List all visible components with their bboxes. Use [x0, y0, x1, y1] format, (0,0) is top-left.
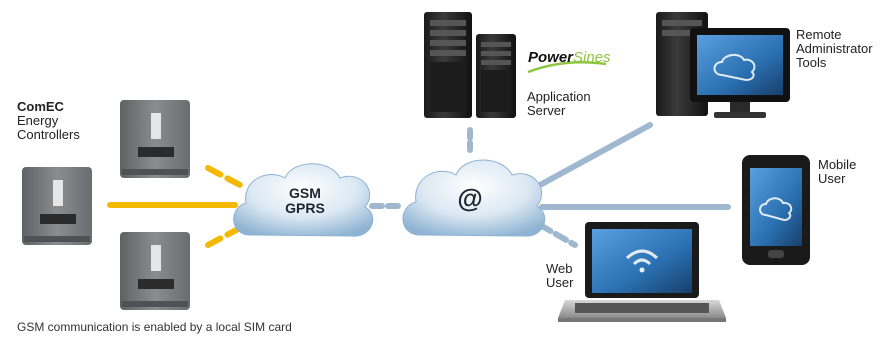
mobile-user-label: Mobile User [818, 158, 856, 186]
comec-line2: Energy [17, 113, 59, 128]
internet-links [369, 122, 731, 248]
comec-label: ComEC Energy Controllers [17, 100, 80, 142]
gsm-cloud [233, 163, 374, 237]
brand-power: Power [528, 49, 574, 66]
link-internet-to-remote [537, 122, 653, 188]
web-user-label: Web User [546, 262, 573, 290]
comec-title: ComEC [17, 99, 64, 114]
internet-symbol: @ [457, 183, 483, 213]
link-internet-to-web [537, 222, 578, 248]
powersines-swoosh [527, 60, 607, 74]
web-line1: Web [546, 261, 573, 276]
remote-line3: Tools [796, 55, 827, 70]
brand-sines: Sines [573, 49, 611, 66]
gsm-links [107, 165, 243, 248]
gsm-line2: GPRS [285, 200, 325, 216]
link-controller-bottom [205, 225, 243, 248]
mobile-line2: User [818, 171, 846, 186]
powersines-logo: PowerSines [528, 49, 611, 66]
remote-admin-computer [656, 12, 790, 118]
controller-box-bottom [120, 232, 190, 310]
remote-admin-label: Remote Administrator Tools [796, 28, 873, 70]
app-server-line1: Application [527, 89, 591, 104]
controller-box-top [120, 100, 190, 178]
web-line2: User [546, 275, 574, 290]
mobile-line1: Mobile [818, 157, 857, 172]
comec-line3: Controllers [17, 127, 80, 142]
mobile-phone [742, 155, 810, 265]
link-controller-top [205, 165, 243, 188]
footnote: GSM communication is enabled by a local … [17, 320, 292, 334]
gsm-line1: GSM [289, 185, 321, 201]
laptop [558, 222, 726, 322]
internet-cloud [402, 159, 546, 237]
remote-line1: Remote [796, 27, 842, 42]
controller-box-left [22, 167, 92, 245]
app-server-line2: Server [527, 103, 566, 118]
remote-line2: Administrator [796, 41, 873, 56]
gsm-cloud-label: GSM GPRS [270, 186, 340, 216]
app-server-label: Application Server [527, 90, 591, 118]
application-server [424, 12, 516, 118]
